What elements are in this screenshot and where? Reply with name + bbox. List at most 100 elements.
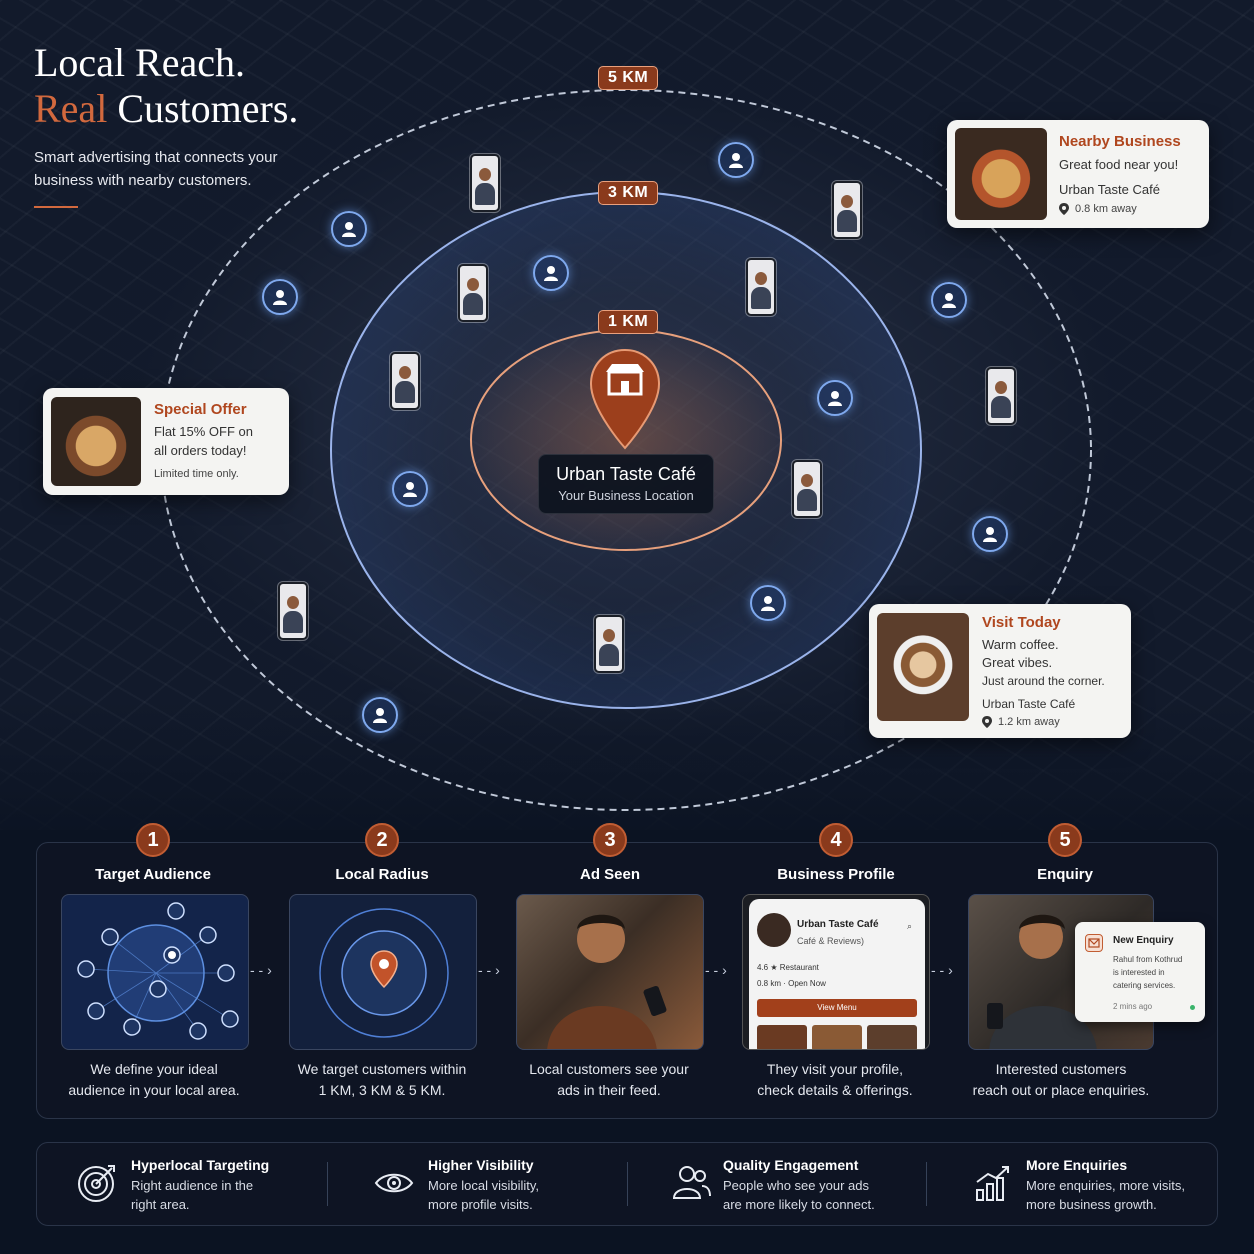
benefit-line1: People who see your ads <box>723 1178 869 1193</box>
step-desc: We target customers within 1 KM, 3 KM & … <box>272 1059 492 1101</box>
benefit-divider <box>327 1162 328 1206</box>
user-location-icon <box>718 142 754 178</box>
customer-phone <box>792 460 822 518</box>
customer-phone <box>832 181 862 239</box>
view-menu-button[interactable]: View Menu <box>757 999 917 1017</box>
visit-card-distance: 1.2 km away <box>998 716 1060 728</box>
step-desc-line2: audience in your local area. <box>68 1082 240 1098</box>
dumpling-dish-image <box>51 397 141 486</box>
step-desc: Interested customers reach out or place … <box>951 1059 1171 1101</box>
offer-card-line2: all orders today! <box>154 443 247 458</box>
customer-phone <box>278 582 308 640</box>
food-bowl-image <box>955 128 1047 220</box>
user-location-icon <box>392 471 428 507</box>
step-number: 3 <box>593 823 627 857</box>
radius-tag-1km: 1 KM <box>598 310 659 334</box>
coffee-cup-image <box>877 613 969 721</box>
headline-subtitle: Smart advertising that connects your bus… <box>34 149 278 189</box>
step-number: 1 <box>136 823 170 857</box>
step-desc-line2: 1 KM, 3 KM & 5 KM. <box>318 1082 446 1098</box>
headline-block: Local Reach. Real Customers. Smart adver… <box>34 40 304 208</box>
headline-accent-word: Real <box>34 86 108 131</box>
business-location-label[interactable]: Urban Taste Café Your Business Location <box>538 454 714 514</box>
step-arrow-icon: - - › <box>705 962 727 978</box>
map-pin-icon <box>1059 203 1069 215</box>
benefit-hyperlocal: Hyperlocal Targeting Right audience in t… <box>131 1157 269 1214</box>
radius-tag-5km: 5 KM <box>598 66 659 90</box>
nearby-card-distance: 0.8 km away <box>1075 203 1137 215</box>
local-radius-image <box>289 894 477 1050</box>
benefit-desc: More enquiries, more visits, more busines… <box>1026 1176 1185 1214</box>
step-desc-line2: reach out or place enquiries. <box>972 1082 1150 1098</box>
new-enquiry-notification[interactable]: New Enquiry Rahul from Kothrud is intere… <box>1075 922 1205 1022</box>
customer-phone <box>986 367 1016 425</box>
customer-phone <box>390 352 420 410</box>
step-title: Target Audience <box>95 866 211 883</box>
visit-today-card[interactable]: Visit Today Warm coffee. Great vibes. Ju… <box>869 604 1131 738</box>
customer-phone <box>746 258 776 316</box>
step-number: 2 <box>365 823 399 857</box>
online-dot <box>1190 1005 1195 1010</box>
user-location-icon <box>533 255 569 291</box>
customer-phone <box>470 154 500 212</box>
step-desc: Local customers see your ads in their fe… <box>499 1059 719 1101</box>
step-number: 4 <box>819 823 853 857</box>
benefit-line1: More local visibility, <box>428 1178 540 1193</box>
business-name: Urban Taste Café <box>556 464 696 484</box>
step-desc: They visit your profile, check details &… <box>725 1059 945 1101</box>
user-location-icon <box>362 697 398 733</box>
benefit-enquiries: More Enquiries More enquiries, more visi… <box>1026 1157 1185 1214</box>
profile-name: Urban Taste Café <box>797 919 879 930</box>
audience-network-image <box>61 894 249 1050</box>
business-caption: Your Business Location <box>558 488 694 503</box>
benefit-desc: More local visibility, more profile visit… <box>428 1176 539 1214</box>
user-location-icon <box>262 279 298 315</box>
user-location-icon <box>331 211 367 247</box>
user-location-icon <box>972 516 1008 552</box>
profile-status: 0.8 km · Open Now <box>757 979 826 988</box>
special-offer-card[interactable]: Special Offer Flat 15% OFF on all orders… <box>43 388 289 495</box>
mail-icon <box>1085 934 1103 952</box>
man-with-phone-image <box>516 894 704 1050</box>
benefit-title: Hyperlocal Targeting <box>131 1157 270 1173</box>
step-arrow-icon: - - › <box>478 962 500 978</box>
enquiry-line1: Rahul from Kothrud <box>1113 955 1183 964</box>
benefit-line1: Right audience in the <box>131 1178 254 1193</box>
nearby-card-line: Great food near you! <box>1059 157 1179 172</box>
step-desc: We define your ideal audience in your lo… <box>44 1059 264 1101</box>
business-profile-phone-image: Urban Taste Café Café & Reviews) ⌕ 4.6 ★… <box>742 894 930 1050</box>
step-title: Enquiry <box>1037 866 1093 883</box>
step-number: 5 <box>1048 823 1082 857</box>
visit-card-line2: Great vibes. <box>982 655 1053 670</box>
benefit-divider <box>926 1162 927 1206</box>
headline-line1: Local Reach. <box>34 40 245 85</box>
benefit-title: Quality Engagement <box>723 1157 859 1173</box>
benefit-line1: More enquiries, more visits, <box>1026 1178 1185 1193</box>
search-icon[interactable]: ⌕ <box>907 921 913 931</box>
step-desc-line1: We define your ideal <box>90 1061 218 1077</box>
step-title: Business Profile <box>777 866 895 883</box>
benefit-line2: more business growth. <box>1026 1197 1157 1212</box>
step-desc-line1: Local customers see your <box>529 1061 689 1077</box>
enquiry-title: New Enquiry <box>1113 935 1174 946</box>
benefit-title: Higher Visibility <box>428 1157 534 1173</box>
benefit-line2: are more likely to connect. <box>723 1197 875 1212</box>
benefit-line2: right area. <box>131 1197 190 1212</box>
profile-avatar <box>757 913 791 947</box>
user-location-icon <box>931 282 967 318</box>
benefit-desc: Right audience in the right area. <box>131 1176 269 1214</box>
benefit-desc: People who see your ads are more likely t… <box>723 1176 875 1214</box>
store-pin-icon <box>589 348 661 450</box>
user-location-icon <box>817 380 853 416</box>
offer-card-line1: Flat 15% OFF on <box>154 424 253 439</box>
nearby-business-card[interactable]: Nearby Business Great food near you! Urb… <box>947 120 1209 228</box>
map-pin-icon <box>982 716 992 728</box>
benefit-line2: more profile visits. <box>428 1197 533 1212</box>
customer-phone <box>594 615 624 673</box>
menu-photo <box>867 1025 917 1049</box>
benefit-visibility: Higher Visibility More local visibility,… <box>428 1157 539 1214</box>
step-desc-line1: Interested customers <box>995 1061 1127 1077</box>
menu-photo <box>757 1025 807 1049</box>
user-location-icon <box>750 585 786 621</box>
visit-card-business: Urban Taste Café <box>982 697 1076 711</box>
